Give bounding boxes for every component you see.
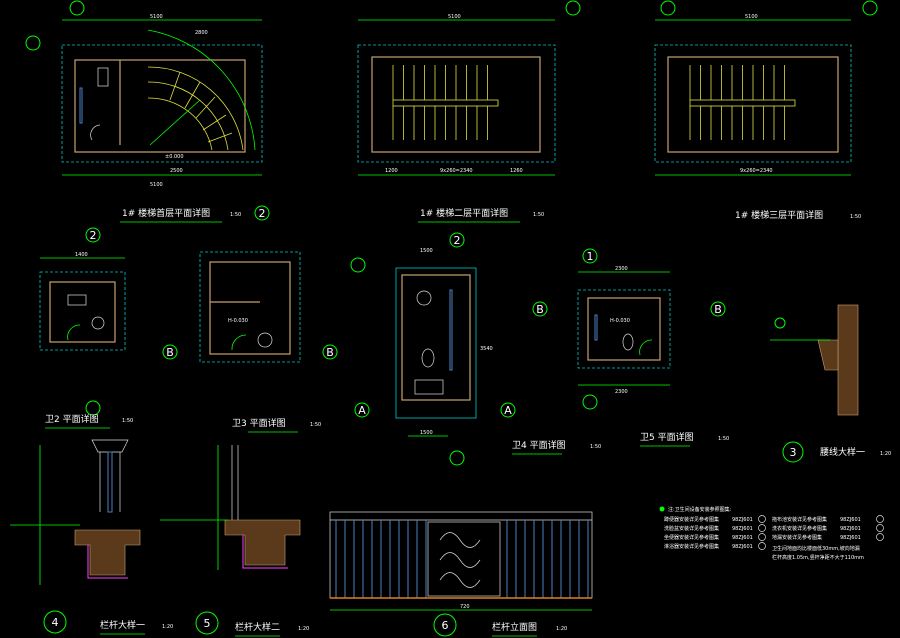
title-wc4: 卫4 平面详图	[512, 439, 566, 451]
stair-plan-3: 5100 9x260=2340 1# 楼梯三层平面详图 1:50	[654, 0, 878, 221]
legend-heading: 注:卫生间设备安装参照图集:	[668, 506, 732, 513]
dim-1200: 1200	[385, 168, 398, 174]
legend-row-label: 淋浴器安装详见参考图集	[664, 543, 719, 550]
legend-note-1: 卫生间地面均比楼面低30mm,坡向地漏	[772, 545, 860, 552]
legend-row-ref: 98ZJ601	[840, 535, 861, 541]
fixture-symbol-icon	[876, 515, 884, 523]
legend-row-label: 洗脸盆安装详见参考图集	[664, 525, 719, 532]
legend-row-ref: 98ZJ601	[840, 517, 861, 523]
axis-B: B	[326, 346, 334, 359]
wc2-plan: 1400 2 卫2 平面详图 1:50	[39, 227, 133, 429]
dim-1500-top: 1500	[420, 248, 433, 254]
fixture-symbol-icon	[876, 524, 884, 532]
railing-detail-2: 5 栏杆大样二 1:20	[160, 445, 309, 637]
scale-rail1: 1:20	[162, 624, 173, 630]
scale-stair2: 1:50	[533, 212, 544, 218]
legend-row-label: 坐便器安装详见参考图集	[664, 534, 719, 541]
legend-row-label: 蹲便器安装详见参考图集	[664, 516, 719, 523]
scale-waist: 1:20	[880, 451, 891, 457]
dim-720: 720	[460, 604, 470, 610]
scale-wc5: 1:50	[718, 436, 729, 442]
detail-marker-4: 4	[52, 616, 59, 629]
detail-marker-6: 6	[442, 619, 449, 632]
axis-2: 2	[259, 207, 266, 220]
title-rail1: 栏杆大样一	[100, 619, 145, 631]
dim-3540: 3540	[480, 346, 493, 352]
legend-row-label: 地漏安装详见参考图集	[772, 534, 822, 541]
scale-rail-elevation: 1:20	[556, 626, 567, 632]
dim-1260: 1260	[510, 168, 523, 174]
waist-line-detail: 3 腰线大样一 1:20	[770, 304, 891, 463]
scale-stair3: 1:50	[850, 214, 861, 220]
dim-5100: 5100	[448, 14, 461, 20]
dim-2340: 9x260=2340	[440, 168, 473, 174]
axis-2: 2	[454, 234, 461, 247]
axis-B: B	[714, 303, 722, 316]
detail-marker-3: 3	[790, 446, 797, 459]
fixture-symbol-icon	[758, 542, 766, 550]
wc4-plan: 1500 1500 2 A A 3540 卫4 平面详图 1:50	[350, 232, 601, 466]
axis-B: B	[166, 346, 174, 359]
axis-A: A	[504, 404, 512, 417]
railing-elevation: 720 6 栏杆立面图 1:20	[329, 511, 593, 637]
legend-row-ref: 98ZJ601	[732, 535, 753, 541]
scale-rail2: 1:20	[298, 626, 309, 632]
wc5-plan: H-0.030 2300 2300 1 B B 卫5 平面详图 1:50	[532, 248, 729, 447]
dim-2300-bottom: 2300	[615, 389, 628, 395]
title-wc3: 卫3 平面详图	[232, 417, 286, 429]
fixture-symbol-icon	[758, 524, 766, 532]
title-wc5: 卫5 平面详图	[640, 431, 694, 443]
axis-2: 2	[90, 229, 97, 242]
legend-row-ref: 98ZJ601	[732, 544, 753, 550]
legend-row-ref: 98ZJ601	[732, 526, 753, 532]
stair-plan-2: 5100 9x260=2340 1200 1260 1# 楼梯二层平面详图 1:…	[357, 0, 581, 223]
axis-1: 1	[587, 250, 594, 263]
dim-1400: 1400	[75, 252, 88, 258]
title-waist: 腰线大样一	[820, 446, 865, 458]
title-rail-elevation: 栏杆立面图	[492, 621, 537, 633]
dim-5100-bottom: 5100	[150, 182, 163, 188]
dim-2500: 2500	[170, 168, 183, 174]
dim-5100: 5100	[745, 14, 758, 20]
title-stair2: 1# 楼梯二层平面详图	[420, 207, 508, 219]
wc3-plan: 2 B B H-0.030 卫3 平面详图 1:50	[162, 205, 338, 433]
legend-row-label: 洗衣机安装详见参考图集	[772, 525, 827, 532]
legend-row-ref: 98ZJ601	[840, 526, 861, 532]
title-rail2: 栏杆大样二	[235, 621, 280, 633]
fixture-symbol-icon	[758, 515, 766, 523]
fixture-symbol-icon	[876, 533, 884, 541]
title-stair1: 1# 楼梯首层平面详图	[122, 207, 210, 219]
elevation-label: H-0.030	[610, 318, 630, 324]
title-wc2: 卫2 平面详图	[45, 413, 99, 425]
detail-marker-5: 5	[204, 617, 211, 630]
scale-wc3: 1:50	[310, 422, 321, 428]
legend-note-2: 栏杆高度1.05m,竖杆净距不大于110mm	[772, 554, 864, 561]
stair-plan-1: 5100 5100 2500 2800 ±0.000 1# 楼梯首层平面详图 1…	[25, 0, 263, 223]
legend: 注:卫生间设备安装参照图集: 蹲便器安装详见参考图集 98ZJ601 洗脸盆安装详见…	[659, 506, 884, 561]
scale-wc4: 1:50	[590, 444, 601, 450]
dim-2800: 2800	[195, 30, 208, 36]
legend-row-label: 拖布池安装详见参考图集	[772, 516, 827, 523]
axis-A: A	[358, 404, 366, 417]
elevation-label: H-0.030	[228, 318, 248, 324]
dim-2300: 2300	[615, 266, 628, 272]
legend-row-ref: 98ZJ601	[732, 517, 753, 523]
scale-stair1: 1:50	[230, 212, 241, 218]
scale-wc2: 1:50	[122, 418, 133, 424]
fixture-symbol-icon	[758, 533, 766, 541]
elevation-label: ±0.000	[165, 154, 184, 160]
dim-1500: 1500	[420, 430, 433, 436]
dim-5100: 5100	[150, 14, 163, 20]
dim-2340: 9x260=2340	[740, 168, 773, 174]
railing-detail-1: 4 栏杆大样一 1:20	[10, 439, 173, 635]
axis-B: B	[536, 303, 544, 316]
title-stair3: 1# 楼梯三层平面详图	[735, 209, 823, 221]
